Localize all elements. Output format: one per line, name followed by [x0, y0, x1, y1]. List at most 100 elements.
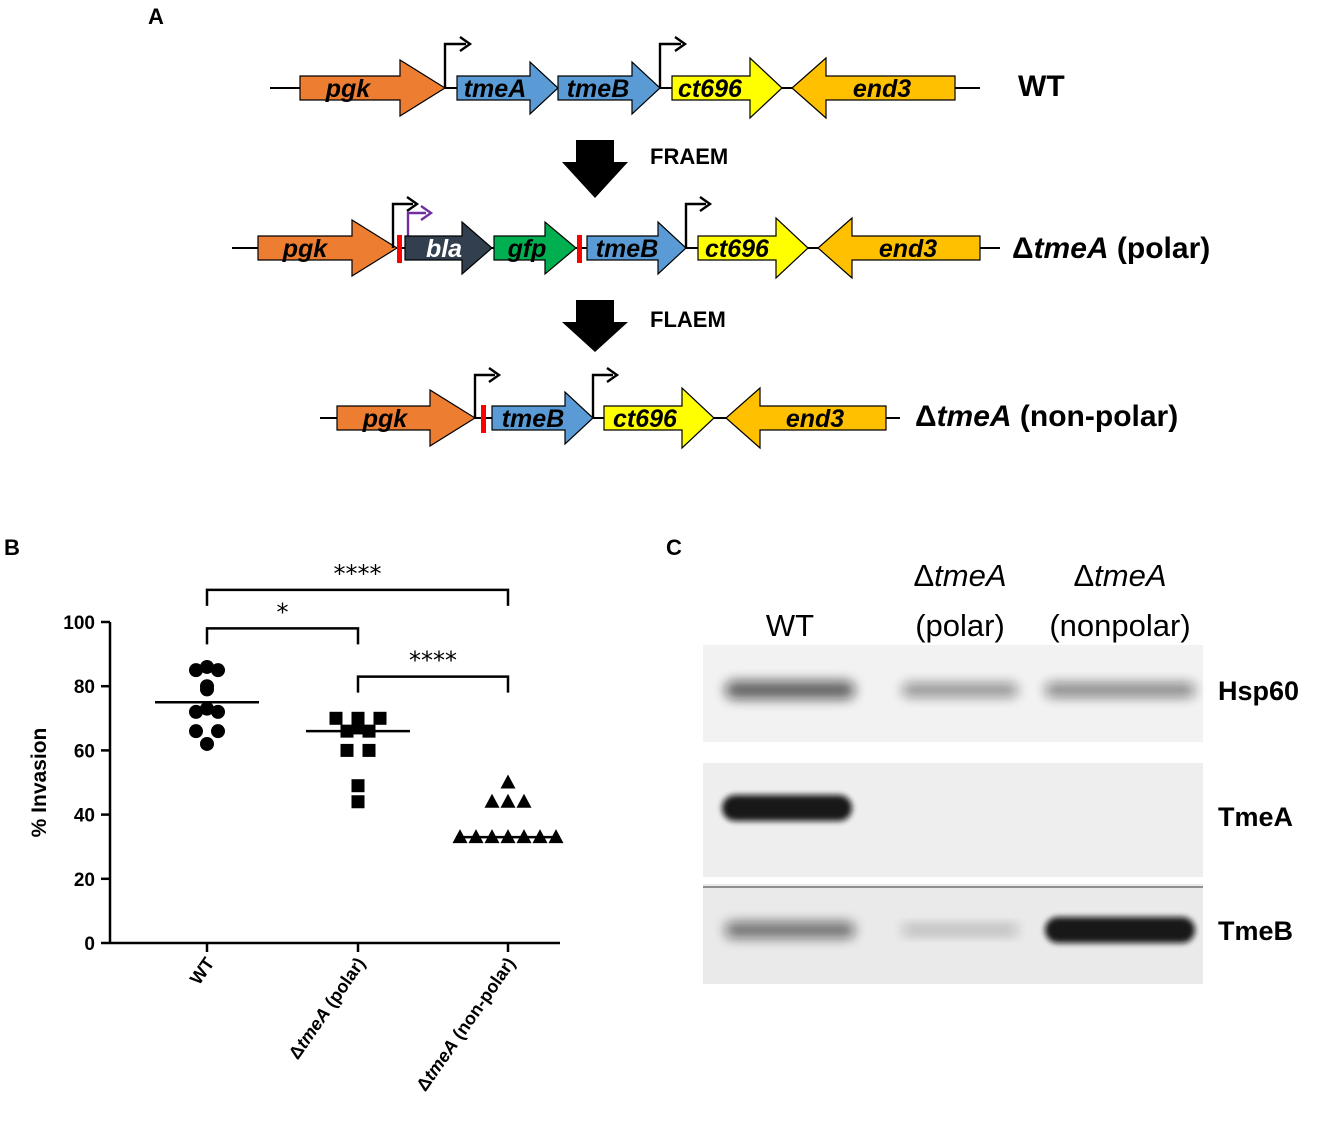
blot-band — [1045, 917, 1195, 943]
promoter-arrowhead-icon — [459, 36, 473, 52]
significance-label: **** — [334, 560, 382, 588]
blot-band — [725, 921, 855, 939]
ct696-label: ct696 — [613, 405, 678, 433]
wt-strain-label: WT — [1018, 70, 1065, 103]
lane-label: WT — [766, 608, 814, 643]
nonpolar-strain-label: ΔtmeA (non-polar) — [915, 400, 1178, 433]
end3-gene — [817, 216, 981, 280]
promoter-icon — [391, 202, 413, 248]
blot-band — [902, 683, 1018, 697]
down-arrow-icon — [562, 140, 628, 198]
data-point-circle — [211, 704, 225, 719]
panel-a: A pgk tmeA tmeB ct696 end3 WT FRAEM — [148, 4, 1210, 450]
panel-b-label: B — [4, 535, 20, 560]
panel-c-label: C — [666, 535, 682, 560]
gfp-gene — [493, 220, 577, 276]
blot-band — [725, 681, 855, 699]
blot-band — [722, 795, 852, 821]
ct696-gene — [697, 216, 809, 280]
data-point-circle — [189, 663, 203, 678]
wt-construct: pgk tmeA tmeB ct696 end3 WT — [270, 36, 1065, 120]
pgk-label: pgk — [325, 75, 372, 103]
pgk-gene — [299, 58, 447, 118]
y-axis-label: % Invasion — [28, 728, 51, 838]
x-tick-label: ΔtmeA (polar) — [285, 954, 370, 1063]
data-point-circle — [211, 663, 225, 678]
promoter-icon — [591, 373, 613, 418]
lane-label: ΔtmeA — [913, 558, 1006, 593]
data-point-triangle — [500, 774, 516, 789]
ct696-gene — [603, 386, 715, 450]
promoter-arrowhead-icon — [674, 36, 688, 52]
y-tick-label: 40 — [74, 806, 95, 827]
x-tick-label: WT — [186, 954, 218, 988]
promoter-icon — [443, 42, 466, 88]
x-tick-label: ΔtmeA (non-polar) — [412, 954, 519, 1095]
end3-label: end3 — [786, 405, 844, 433]
promoter-icon — [473, 373, 495, 418]
data-point-circle — [200, 736, 214, 751]
promoter-arrowhead-icon — [488, 367, 502, 383]
lane-label-line2: (polar) — [915, 608, 1005, 643]
panel-c: C WT ΔtmeA (polar) ΔtmeA (nonpolar) Hsp60TmeA… — [666, 535, 1299, 984]
tmeB-label: tmeB — [567, 75, 630, 103]
significance-bracket — [205, 627, 360, 645]
tmeB-label: tmeB — [502, 405, 565, 433]
polar-strain-label: ΔtmeA (polar) — [1012, 232, 1210, 265]
blot-band — [1045, 682, 1195, 698]
data-point-square — [362, 743, 376, 757]
significance-bracket — [205, 588, 510, 606]
down-arrow-icon — [562, 300, 628, 352]
y-tick-label: 60 — [74, 741, 95, 762]
data-point-square — [351, 779, 365, 793]
tmeA-label: tmeA — [464, 75, 527, 103]
blot-band — [902, 925, 1018, 935]
ct696-gene — [671, 56, 783, 120]
bla-promoter-arrowhead-icon — [420, 205, 434, 221]
tmeB-gene — [557, 60, 661, 116]
y-tick-label: 0 — [84, 934, 95, 955]
pgk-label: pgk — [282, 235, 329, 263]
end3-gene — [791, 56, 956, 120]
end3-label: end3 — [879, 235, 937, 263]
tmeB-gene — [491, 390, 594, 446]
ct696-label: ct696 — [678, 75, 743, 103]
pgk-gene — [336, 388, 477, 448]
bla-gene — [404, 220, 493, 276]
data-point-square — [351, 795, 365, 809]
step2-label: FLAEM — [650, 307, 726, 332]
promoter-icon — [684, 202, 706, 248]
gfp-label: gfp — [507, 235, 547, 263]
step1-label: FRAEM — [650, 144, 728, 169]
data-point-triangle — [484, 793, 500, 808]
data-point-square — [373, 711, 387, 725]
end3-label: end3 — [853, 75, 911, 103]
promoter-arrowhead-icon — [406, 196, 420, 212]
blot-label: TmeB — [1218, 916, 1293, 946]
data-point-circle — [211, 724, 225, 739]
significance-bracket — [356, 675, 510, 693]
blot-label: TmeA — [1218, 802, 1293, 832]
tmeB-gene — [586, 220, 687, 276]
pgk-label: pgk — [362, 405, 409, 433]
lane-label-line2: (nonpolar) — [1049, 608, 1190, 643]
pgk-gene — [257, 218, 399, 278]
promoter-arrowhead-icon — [699, 196, 713, 212]
end3-gene — [725, 386, 887, 450]
panel-a-label: A — [148, 4, 164, 29]
significance-label: * — [277, 598, 289, 626]
significance-label: **** — [409, 647, 457, 675]
frt-scar-mark — [481, 405, 486, 433]
lane-label: ΔtmeA — [1073, 558, 1166, 593]
data-point-circle — [200, 659, 214, 674]
blot-label: Hsp60 — [1218, 676, 1299, 706]
frt-scar-mark — [397, 235, 402, 263]
polar-construct: pgk bla gfp tmeB ct696 end3 ΔtmeA (polar… — [232, 196, 1210, 280]
data-point-square — [351, 711, 365, 725]
y-tick-label: 80 — [74, 677, 95, 698]
bla-label: bla — [426, 235, 462, 263]
